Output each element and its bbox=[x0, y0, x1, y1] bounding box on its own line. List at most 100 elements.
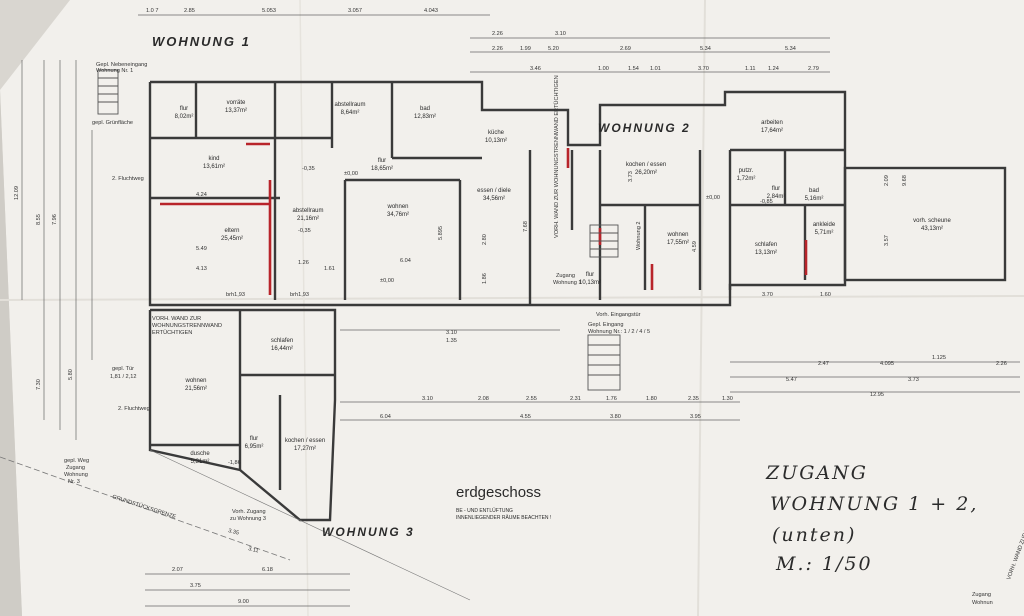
party-walls bbox=[160, 142, 808, 295]
dim-r2e: 5.34 bbox=[700, 46, 711, 52]
dim-left5: 5.80 bbox=[68, 369, 74, 380]
svg-text:1.35: 1.35 bbox=[446, 338, 457, 344]
svg-text:2.55: 2.55 bbox=[526, 396, 537, 402]
top-dimensions: 1.0 7 2.85 5.053 3.057 4.043 2.26 3.10 2… bbox=[138, 8, 830, 73]
dim-r3g: 1.24 bbox=[768, 66, 779, 72]
svg-text:6.04: 6.04 bbox=[400, 258, 411, 264]
room-flur-0: flur bbox=[586, 272, 594, 278]
access-line-3: (unten) bbox=[772, 524, 856, 546]
room-flur-1: flur bbox=[180, 106, 188, 112]
svg-text:4.13: 4.13 bbox=[196, 266, 207, 272]
level-3: ±0,00 bbox=[706, 195, 720, 201]
room-ankleide-area: 5,71m² bbox=[815, 230, 834, 236]
svg-text:5.895: 5.895 bbox=[438, 226, 444, 240]
room-dusche-area: 5,31m² bbox=[191, 459, 210, 465]
svg-text:2.35: 2.35 bbox=[688, 396, 699, 402]
access-scale: M.: 1/50 bbox=[775, 553, 873, 575]
svg-text:2.80: 2.80 bbox=[482, 234, 488, 245]
room-schlafen-3-area: 16,44m² bbox=[271, 346, 293, 352]
note-eingang2: Wohnung Nr.: 1 / 2 / 4 / 5 bbox=[588, 329, 650, 335]
room-kochen-essen-2-area: 26,20m² bbox=[635, 170, 657, 176]
dim-r2c: 5.20 bbox=[548, 46, 559, 52]
room-kueche-area: 10,13m² bbox=[485, 138, 507, 144]
room-putzr: putzr. bbox=[739, 168, 754, 174]
svg-text:1.60: 1.60 bbox=[820, 292, 831, 298]
room-wohnen-1: wohnen bbox=[386, 204, 408, 210]
dim-r3c: 1.54 bbox=[628, 66, 639, 72]
access-line-2: WOHNUNG 1 + 2, bbox=[770, 493, 978, 515]
svg-text:2.09: 2.09 bbox=[884, 175, 890, 186]
floor-label: erdgeschoss bbox=[456, 484, 541, 501]
dim-top3: 5.053 bbox=[262, 8, 276, 14]
svg-text:1.26: 1.26 bbox=[298, 260, 309, 266]
level-1: ±0,00 bbox=[344, 171, 358, 177]
dim-top1: 1.0 7 bbox=[146, 8, 158, 14]
note-weg1: gepl. Weg bbox=[64, 458, 89, 464]
room-wohnen-3-area: 21,56m² bbox=[185, 386, 207, 392]
level-4: -0,35 bbox=[302, 166, 315, 172]
room-schlafen-2: schlafen bbox=[755, 242, 777, 248]
svg-text:1.86: 1.86 bbox=[482, 273, 488, 284]
room-bad-1: bad bbox=[420, 106, 430, 112]
dim-r2a: 2.26 bbox=[492, 46, 503, 52]
lower-dimensions: 3.10 1.35 2.47 4.095 1.125 2.26 5.47 3.7… bbox=[145, 329, 1020, 607]
svg-text:brh1,93: brh1,93 bbox=[226, 292, 245, 298]
dim-left3: 7.96 bbox=[52, 214, 58, 225]
svg-text:9.68: 9.68 bbox=[902, 175, 908, 186]
svg-text:12.95: 12.95 bbox=[870, 392, 884, 398]
svg-text:9.00: 9.00 bbox=[238, 599, 249, 605]
svg-text:1.125: 1.125 bbox=[932, 355, 946, 361]
svg-text:5.49: 5.49 bbox=[196, 246, 207, 252]
note-weg3: Wohnung bbox=[64, 472, 88, 478]
svg-text:1.76: 1.76 bbox=[606, 396, 617, 402]
note-zugang-w2: Wohnung 1 bbox=[553, 280, 582, 286]
floor-note-1: BE - UND ENTLÜFTUNG bbox=[456, 507, 513, 514]
svg-text:flur: flur bbox=[180, 106, 188, 112]
svg-text:4.24: 4.24 bbox=[196, 192, 207, 198]
note-wand3b: WOHNUNGSTRENNWAND bbox=[152, 323, 222, 329]
room-abstellraum-1-area: 8,64m² bbox=[341, 110, 360, 116]
room-kind: kind bbox=[208, 156, 219, 162]
dim-r3a: 3.46 bbox=[530, 66, 541, 72]
note-eingangstuer: Vorh. Eingangstür bbox=[596, 312, 641, 318]
room-abstellraum-1: abstellraum bbox=[334, 102, 365, 108]
svg-text:3.73: 3.73 bbox=[628, 171, 634, 182]
dim-r3d: 1.01 bbox=[650, 66, 661, 72]
room-schlafen-2-area: 13,13m² bbox=[755, 250, 777, 256]
svg-text:2.31: 2.31 bbox=[570, 396, 581, 402]
room-wohnen-1-area: 34,76m² bbox=[387, 212, 409, 218]
dim-left1: 12.09 bbox=[14, 186, 20, 200]
note-tuer-dim: 1,81 / 2,12 bbox=[110, 374, 136, 380]
note-corner-wohn: Wohnun bbox=[972, 600, 993, 606]
level-6: -1,86 bbox=[228, 460, 241, 466]
title-wohnung2: WOHNUNG 2 bbox=[598, 121, 691, 135]
svg-text:3.75: 3.75 bbox=[190, 583, 201, 589]
room-flur-3: flur bbox=[772, 186, 780, 192]
room-putzr-area: 1,72m² bbox=[737, 176, 756, 182]
dim-r3f: 1.11 bbox=[745, 66, 755, 72]
note-zugang3a: Vorh. Zugang bbox=[232, 509, 266, 515]
svg-text:1.80: 1.80 bbox=[646, 396, 657, 402]
dim-left2: 8.55 bbox=[36, 214, 42, 225]
note-tuer: gepl. Tür bbox=[112, 366, 134, 372]
svg-text:2.47: 2.47 bbox=[818, 361, 829, 367]
room-vorraete-area: 13,37m² bbox=[225, 108, 247, 114]
dim-r2d: 2.69 bbox=[620, 46, 631, 52]
note-gruen: gepl. Grünfläche bbox=[92, 120, 133, 126]
access-line-1: ZUGANG bbox=[765, 462, 868, 484]
level-markers: ±0,00 ±0,00 ±0,00 -0,35 -0,35 -1,86 -0,8… bbox=[228, 166, 773, 466]
dim-top2: 2.85 bbox=[184, 8, 195, 14]
svg-text:1.30: 1.30 bbox=[722, 396, 733, 402]
room-scheune-area: 43,13m² bbox=[921, 226, 943, 232]
room-flur-2-area: 18,65m² bbox=[371, 166, 393, 172]
note-flucht2: 2. Fluchtweg bbox=[118, 406, 150, 412]
dim-r3e: 3.70 bbox=[698, 66, 709, 72]
svg-text:2.26: 2.26 bbox=[996, 361, 1007, 367]
floor-note-2: INNENLIEGENDER RÄUME BEACHTEN ! bbox=[456, 514, 551, 521]
entrance-stair bbox=[587, 334, 621, 391]
left-dimensions: 12.09 8.55 7.96 7.30 5.80 bbox=[14, 60, 93, 440]
inner-dimensions: 4.24 5.49 4.13 1.26 1.61 6.04 7.68 5.895… bbox=[196, 171, 908, 298]
